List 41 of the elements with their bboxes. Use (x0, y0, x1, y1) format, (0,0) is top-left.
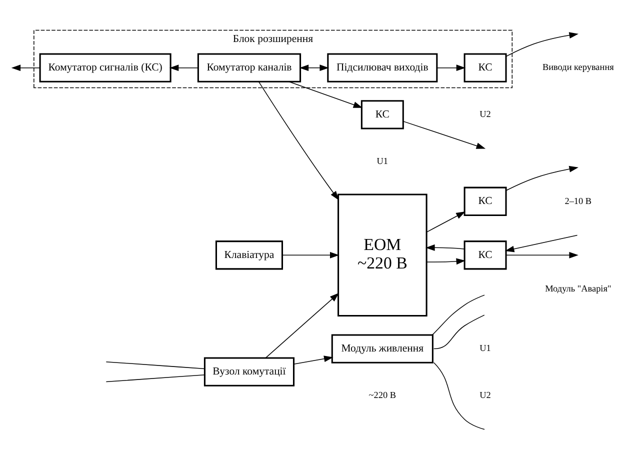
node-box: Підсилювач виходів (327, 53, 438, 82)
arrow (293, 356, 334, 365)
arrow (506, 166, 578, 191)
arrow (426, 244, 465, 251)
connector (106, 374, 205, 382)
node-box: Комутатор каналів (197, 53, 302, 82)
arrow (265, 292, 340, 358)
node-box: Модуль живлення (331, 334, 434, 364)
arrow (402, 120, 486, 149)
arrow (258, 81, 339, 200)
arrow (11, 64, 40, 72)
arrow (504, 234, 578, 252)
node-box: ЕОМ ~220 В (338, 194, 428, 317)
node-box: Комутатор сигналів (КС) (39, 53, 172, 82)
arrow (426, 258, 466, 265)
node-box: КС (464, 53, 507, 82)
arrow (426, 212, 466, 232)
label: U2 (480, 390, 491, 400)
connector (433, 362, 485, 430)
label: 2–10 В (564, 196, 592, 206)
label: U1 (480, 343, 491, 354)
node-box: КС (464, 186, 507, 216)
arrow (299, 64, 329, 72)
label: ~220 В (368, 390, 396, 400)
arrow (169, 64, 198, 72)
connector (106, 361, 205, 370)
label: U2 (480, 109, 491, 120)
arrow (506, 32, 578, 57)
label: Модуль "Аварія" (545, 283, 612, 294)
arrow (506, 252, 578, 258)
node-box: КС (360, 100, 404, 130)
label: U1 (376, 156, 388, 166)
node-box: Клавіатура (215, 240, 283, 270)
arrow (288, 81, 363, 108)
arrow (282, 252, 340, 258)
connector (433, 314, 485, 350)
arrow (436, 64, 466, 72)
node-box: Вузол комутації (204, 357, 295, 386)
connector (432, 294, 485, 336)
label: Виводи керування (542, 62, 614, 72)
node-box: КС (464, 240, 507, 270)
